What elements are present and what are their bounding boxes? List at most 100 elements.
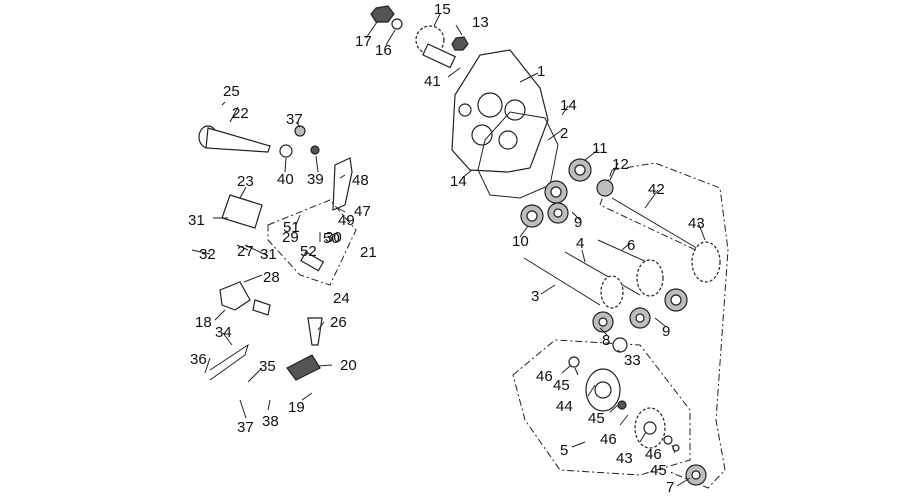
callout-21: 21 — [360, 244, 377, 261]
cover-bore — [498, 130, 518, 150]
bearing-bore — [526, 210, 538, 222]
callout-4: 4 — [576, 235, 584, 252]
washer — [391, 18, 403, 30]
shift-arm — [332, 157, 353, 211]
spring-holder — [300, 251, 325, 272]
callout-2: 2 — [560, 125, 568, 142]
input-shaft — [523, 257, 601, 306]
linkage-boundary — [267, 199, 357, 286]
callout-41: 41 — [424, 73, 441, 90]
callout-1: 1 — [537, 63, 545, 80]
shift-shaft — [205, 127, 271, 153]
callout-48: 48 — [352, 172, 369, 189]
callout-49: 49 — [338, 212, 355, 229]
bearing-bore — [670, 294, 682, 306]
callout-3: 3 — [531, 288, 539, 305]
callout-37a: 37 — [286, 111, 303, 128]
nut — [310, 145, 320, 155]
bearing-bore — [553, 208, 563, 218]
plate — [221, 194, 263, 229]
callout-7: 7 — [666, 479, 674, 496]
callout-10: 10 — [512, 233, 529, 250]
callout-24: 24 — [333, 290, 350, 307]
callout-11: 11 — [592, 140, 608, 157]
callout-45b: 45 — [588, 410, 605, 427]
callout-45a: 45 — [553, 377, 570, 394]
callout-17: 17 — [355, 33, 372, 50]
callout-23: 23 — [237, 173, 254, 190]
callout-46a: 46 — [536, 368, 553, 385]
callout-9a: 9 — [574, 214, 582, 231]
callout-16: 16 — [375, 42, 392, 59]
nut — [370, 5, 395, 23]
cover-bore — [477, 92, 503, 118]
callout-13: 13 — [472, 14, 489, 31]
callout-36: 36 — [190, 351, 207, 368]
callout-19: 19 — [288, 399, 305, 416]
bearing-bore — [635, 313, 645, 323]
gear — [600, 275, 624, 309]
callout-labels: 1 2 3 4 5 6 7 8 9 9 10 11 12 13 14 14 15… — [188, 1, 705, 496]
callout-27: 27 — [237, 243, 254, 260]
cover-bore — [471, 124, 493, 146]
callout-35: 35 — [259, 358, 276, 375]
callout-25: 25 — [223, 83, 240, 100]
callout-40: 40 — [277, 171, 294, 188]
callout-33: 33 — [624, 352, 641, 369]
washer — [568, 356, 580, 368]
callout-42: 42 — [648, 181, 665, 198]
callout-15: 15 — [434, 1, 451, 18]
callout-18: 18 — [195, 314, 212, 331]
callout-29: 29 — [282, 229, 299, 246]
washer — [294, 125, 306, 137]
callout-22: 22 — [232, 105, 249, 122]
seal — [612, 337, 628, 353]
main-shaft — [611, 197, 701, 251]
cover-plate — [286, 354, 321, 381]
seal — [596, 179, 614, 197]
bearing-bore — [550, 186, 562, 198]
cup — [307, 317, 323, 346]
output-shaft — [422, 43, 456, 69]
callout-12: 12 — [612, 156, 629, 173]
shift-rod — [209, 343, 249, 381]
callout-46b: 46 — [600, 431, 617, 448]
callout-26: 26 — [330, 314, 347, 331]
callout-28: 28 — [263, 269, 280, 286]
gasket — [477, 111, 559, 199]
callout-39: 39 — [307, 171, 324, 188]
callout-34: 34 — [215, 324, 232, 341]
bearing-bore — [574, 164, 586, 176]
callout-9b: 9 — [662, 323, 670, 340]
callout-50: 50 — [323, 230, 340, 247]
callout-47: 47 — [354, 203, 371, 220]
callout-38: 38 — [262, 413, 279, 430]
bracket — [219, 281, 251, 311]
bearing-bore — [598, 317, 608, 327]
callout-32: 32 — [199, 246, 216, 263]
callout-14a: 14 — [560, 97, 577, 114]
callout-6: 6 — [627, 237, 635, 254]
shift-mechanism — [198, 125, 357, 381]
callout-46c: 46 — [645, 446, 662, 463]
callout-43b: 43 — [616, 450, 633, 467]
housing-bore — [594, 381, 612, 399]
callout-44: 44 — [556, 398, 573, 415]
callout-45c: 45 — [650, 462, 667, 479]
nut — [451, 36, 469, 51]
washer — [663, 435, 673, 445]
o-ring — [279, 144, 293, 158]
bearing-bore — [691, 470, 701, 480]
callout-31a: 31 — [188, 212, 205, 229]
gear-set-boundary — [599, 162, 729, 489]
gear — [636, 259, 664, 297]
leader-lines — [191, 13, 706, 487]
callout-30: 30 — [325, 229, 342, 246]
cover-bore — [504, 99, 526, 121]
callout-14b: 14 — [450, 173, 467, 190]
sleeve — [252, 299, 271, 316]
washer — [617, 400, 627, 410]
callout-43a: 43 — [688, 215, 705, 232]
gear — [691, 241, 721, 283]
